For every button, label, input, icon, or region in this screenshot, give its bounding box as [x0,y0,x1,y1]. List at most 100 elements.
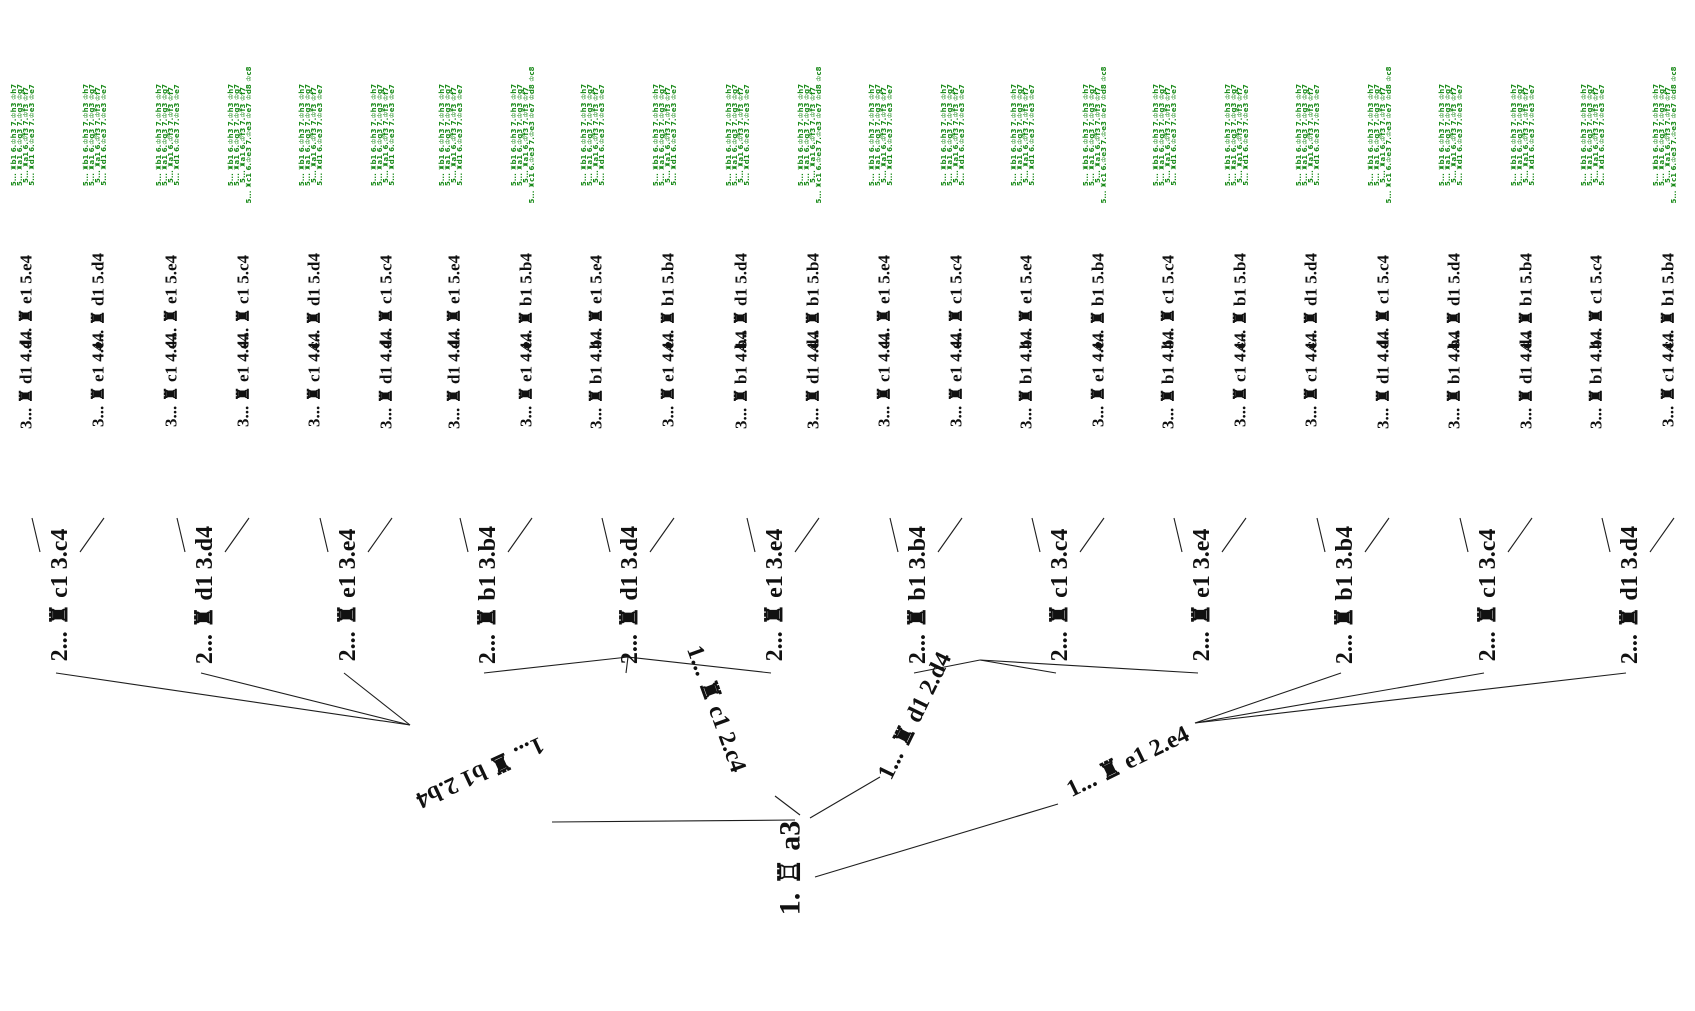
level3-move-18: 3... ♜ e1 4.e4 [659,332,678,427]
edge-l2-l3-18 [649,517,675,553]
level3-tail-17: 4... ♜ e1 5.e4 [587,254,606,349]
level3-move-34: 3... ♜ c1 4.c4 [1231,332,1250,427]
level3-move-24: 3... ♜ c1 4.c4 [875,332,894,427]
leaf-line-16-2: 5... ♜a1 6.♔f3 7.♔f3 ♔f7 [1164,87,1172,183]
level2-move-6: 2... ♜ b1 3.b4 [905,526,931,664]
level2-move-11: 2... ♜ d1 3.d4 [1617,526,1643,664]
leaf-line-15-2: 5... ♜a1 6.♔f3 7.♔f3 ♔f7 [1094,87,1102,183]
leaf-line-11-0: 5... ♜b1 6.♔h3 7.♔h3 ♔h7 [797,84,805,186]
edge-l2-l3-4 [176,517,186,553]
leaf-line-14-1: 5... ♜a1 6.♔g3 7.♔g3 ♔g7 [1016,84,1024,186]
leaf-line-15-1: 5... ♜a1 6.♔g3 7.♔g3 ♔g7 [1088,84,1096,186]
edge-l2-l3-26 [937,517,963,553]
edge-root-l1-1 [774,795,801,816]
edge-l1-l2-11 [1194,672,1627,724]
level3-tail-9: 4... ♜ d1 5.d4 [305,253,324,351]
leaf-line-21-1: 5... ♜a1 6.♔g3 7.♔g3 ♔g7 [1516,84,1524,186]
edge-l1-l2-3 [483,656,629,674]
leaf-line-4-0: 5... ♜b1 6.♔h3 7.♔h3 ♔h7 [298,84,306,186]
edge-l1-l2-8 [979,659,1199,674]
level3-tail-11: 4... ♜ c1 5.c4 [377,254,396,349]
leaf-line-16-0: 5... ♜b1 6.♔h3 7.♔h3 ♔h7 [1152,84,1160,186]
level2-move-10: 2... ♜ c1 3.c4 [1475,529,1501,662]
edge-l1-l2-5 [627,656,772,674]
edge-l1-l2-6 [913,659,981,674]
leaf-line-20-0: 5... ♜b1 6.♔h3 7.♔h3 ♔h7 [1438,84,1446,186]
leaf-line-9-3: 5... ♜d1 6.♔e3 7.♔e3 ♔e7 [670,84,678,186]
edge-l2-l3-6 [224,517,250,553]
level3-move-2: 3... ♜ e1 4.e4 [89,332,108,427]
leaf-line-16-1: 5... ♜a1 6.♔g3 7.♔g3 ♔g7 [1158,84,1166,186]
level3-tail-13: 4... ♜ e1 5.e4 [445,254,464,349]
edge-l2-l3-34 [1221,517,1247,553]
level2-move-0: 2... ♜ c1 3.c4 [47,529,73,662]
level3-tail-29: 4... ♜ e1 5.e4 [1017,254,1036,349]
level2-move-9: 2... ♜ b1 3.b4 [1332,526,1358,664]
level3-move-44: 3... ♜ b1 4.b4 [1587,331,1606,429]
edge-l2-l3-8 [319,517,329,553]
leaf-line-13-2: 5... ♜a1 6.♔f3 7.♔f3 ♔f7 [952,87,960,183]
tree-edges [31,517,1675,878]
leaf-line-7-0: 5... ♜b1 6.♔h3 7.♔h3 ♔h7 [510,84,518,186]
leaf-line-6-2: 5... ♜a1 6.♔f3 7.♔f3 ♔f7 [450,87,458,183]
edge-l2-l3-44 [1601,517,1611,553]
level1-move-0: 1... ♜ b1 2.b4 [412,731,548,813]
level3-move-40: 3... ♜ b1 4.b4 [1445,331,1464,429]
leaf-line-13-1: 5... ♜a1 6.♔g3 7.♔g3 ♔g7 [946,84,954,186]
leaf-line-17-1: 5... ♜a1 6.♔g3 7.♔g3 ♔g7 [1230,84,1238,186]
leaf-line-19-1: 5... ♜a1 6.♔g3 7.♔g3 ♔g7 [1373,84,1381,186]
level2-move-4: 2... ♜ d1 3.d4 [617,526,643,664]
edge-l2-l3-30 [1079,517,1105,553]
leaf-line-19-3: 5... ♜c1 6.♔e3 7.♔e3 ♔e7 ♔d8 ♔c8 [1385,66,1393,203]
level3-move-6: 3... ♜ e1 4.e4 [234,332,253,427]
level3-tail-3: 4... ♜ d1 5.d4 [89,253,108,351]
leaf-line-21-0: 5... ♜b1 6.♔h3 7.♔h3 ♔h7 [1510,84,1518,186]
level3-tail-35: 4... ♜ b1 5.b4 [1231,253,1250,351]
leaf-line-5-1: 5... ♜a1 6.♔g3 7.♔g3 ♔g7 [376,84,384,186]
edge-l2-l3-42 [1507,517,1533,553]
level3-move-46: 3... ♜ c1 4.c4 [1659,332,1678,427]
leaf-line-0-1: 5... ♜a1 6.♔g3 7.♔g3 ♔g7 [16,84,24,186]
leaf-line-0-3: 5... ♜d1 6.♔e3 7.♔e3 ♔e7 [28,84,36,186]
edge-l1-l2-1 [200,672,411,726]
leaf-line-23-3: 5... ♜c1 6.♔e3 7.♔e3 ♔e7 ♔d8 ♔c8 [1670,66,1678,203]
edge-l2-l3-38 [1364,517,1390,553]
level1-move-3: 1... ♜ e1 2.e4 [1063,721,1194,803]
level3-tail-47: 4... ♜ b1 5.b4 [1659,253,1678,351]
level3-move-28: 3... ♜ b1 4.b4 [1017,331,1036,429]
leaf-line-23-2: 5... ♜a1 6.♔f3 7.♔f3 ♔f7 [1664,87,1672,183]
edge-l2-l3-0 [31,517,41,553]
level3-tail-5: 4... ♜ e1 5.e4 [162,254,181,349]
level3-move-20: 3... ♜ b1 4.b4 [732,331,751,429]
leaf-line-22-2: 5... ♜a1 6.♔f3 7.♔f3 ♔f7 [1592,87,1600,183]
edge-l1-l2-4 [625,656,629,674]
level2-move-3: 2... ♜ b1 3.b4 [475,526,501,664]
leaf-line-8-1: 5... ♜a1 6.♔g3 7.♔g3 ♔g7 [586,84,594,186]
level1-move-2: 1... ♜ d1 2.d4 [873,648,957,784]
edge-l2-l3-46 [1649,517,1675,553]
leaf-line-21-3: 5... ♜d1 6.♔e3 7.♔e3 ♔e7 [1528,84,1536,186]
leaf-line-23-0: 5... ♜b1 6.♔h3 7.♔h3 ♔h7 [1652,84,1660,186]
level3-move-16: 3... ♜ b1 4.b4 [587,331,606,429]
level3-tail-7: 4... ♜ c1 5.c4 [234,254,253,349]
level2-move-2: 2... ♜ e1 3.e4 [335,529,361,662]
leaf-line-23-1: 5... ♜a1 6.♔g3 7.♔g3 ♔g7 [1658,84,1666,186]
leaf-line-6-0: 5... ♜b1 6.♔h3 7.♔h3 ♔h7 [438,84,446,186]
edge-l2-l3-2 [79,517,105,553]
leaf-line-14-0: 5... ♜b1 6.♔h3 7.♔h3 ♔h7 [1010,84,1018,186]
leaf-line-0-0: 5... ♜b1 6.♔h3 7.♔h3 ♔h7 [10,84,18,186]
leaf-line-7-1: 5... ♜a1 6.♔g3 7.♔g3 ♔g7 [516,84,524,186]
leaf-line-19-2: 5... ♜a1 6.♔f3 7.♔f3 ♔f7 [1379,87,1387,183]
leaf-line-17-0: 5... ♜b1 6.♔h3 7.♔h3 ♔h7 [1224,84,1232,186]
level3-move-8: 3... ♜ c1 4.c4 [305,332,324,427]
edge-l2-l3-28 [1031,517,1041,553]
leaf-line-3-2: 5... ♜a1 6.♔f3 7.♔f3 ♔f7 [239,87,247,183]
level3-tail-41: 4... ♜ d1 5.d4 [1445,253,1464,351]
edge-l1-l2-7 [979,659,1057,674]
edge-l2-l3-22 [794,517,820,553]
leaf-line-6-3: 5... ♜d1 6.♔e3 7.♔e3 ♔e7 [456,84,464,186]
leaf-line-17-3: 5... ♜d1 6.♔e3 7.♔e3 ♔e7 [1242,84,1250,186]
leaf-line-15-0: 5... ♜b1 6.♔h3 7.♔h3 ♔h7 [1082,84,1090,186]
level3-move-36: 3... ♜ c1 4.c4 [1302,332,1321,427]
